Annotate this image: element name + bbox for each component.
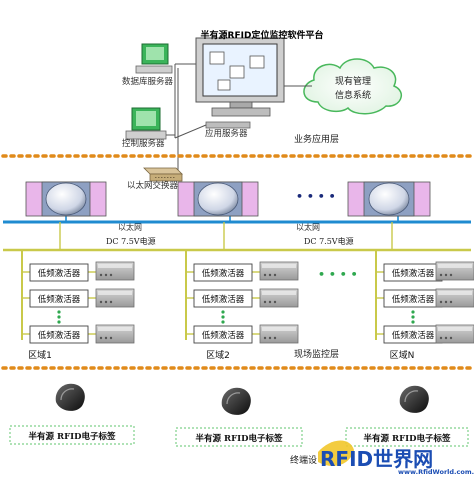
activator-label: 低频激活器 <box>392 268 435 279</box>
zone-2-activators <box>186 261 299 344</box>
tag-label-frames <box>9 425 469 447</box>
activator-label: 低频激活器 <box>392 330 435 341</box>
platform-monitor <box>195 37 285 117</box>
tag-label-3: 半有源 RFID电子标签 <box>364 433 451 444</box>
activator-label: 低频激活器 <box>392 294 435 305</box>
rfid-tag-icon <box>55 383 86 412</box>
cloud-text-1: 现有管理 <box>335 75 371 87</box>
app-server-label: 应用服务器 <box>205 128 248 139</box>
rfidworld-logo: RFID世界网 www.RfidWorld.com.cn <box>318 440 474 476</box>
control-server-label: 控制服务器 <box>122 138 165 149</box>
reader-ellipsis: • • • • <box>296 190 336 203</box>
activator-ellipsis: • • • • <box>318 268 358 281</box>
field-layer-label: 现场监控层 <box>294 348 339 360</box>
control-server-icon <box>125 107 167 140</box>
tag-label-1: 半有源 RFID电子标签 <box>29 431 116 442</box>
rfid-tag-icon <box>399 385 430 414</box>
ethernet-switch-icon <box>143 167 183 182</box>
zone-1-label: 区域1 <box>28 349 52 361</box>
activator-label: 低频激活器 <box>202 294 245 305</box>
svg-text:RFID世界网: RFID世界网 <box>320 447 433 471</box>
activator-label: 低频激活器 <box>38 330 81 341</box>
dc-power-label-left: DC 7.5V电源 <box>106 236 156 246</box>
rfid-tag-icon <box>221 387 252 416</box>
activator-label: 低频激活器 <box>202 330 245 341</box>
rfid-reader-2 <box>177 181 259 217</box>
cloud-text-2: 信息系统 <box>335 89 371 101</box>
management-system-cloud <box>303 58 403 115</box>
platform-title: 半有源RFID定位监控软件平台 <box>201 29 324 41</box>
switch-label: 以太网交换器 <box>127 180 179 191</box>
activator-label: 低频激活器 <box>202 268 245 279</box>
db-server-label: 数据库服务器 <box>122 76 174 87</box>
zone-n-activators <box>376 261 474 344</box>
business-layer-label: 业务应用层 <box>294 133 339 145</box>
dc-power-label-right: DC 7.5V电源 <box>304 236 354 246</box>
rfid-reader-1 <box>25 181 107 217</box>
activator-label: 低频激活器 <box>38 268 81 279</box>
zone-1-activators <box>22 261 135 344</box>
rfid-reader-n <box>347 181 431 217</box>
zone-n-label: 区域N <box>390 349 415 361</box>
terminal-layer-label: 终端设 <box>290 454 317 466</box>
app-server-icon <box>205 121 251 129</box>
db-server-icon <box>135 43 173 74</box>
ethernet-label-left: 以太网 <box>118 222 142 232</box>
activator-label: 低频激活器 <box>38 294 81 305</box>
tag-label-2: 半有源 RFID电子标签 <box>196 433 283 444</box>
reader-power-links <box>59 222 393 250</box>
zone-trunks <box>21 250 377 340</box>
zone-2-label: 区域2 <box>206 349 230 361</box>
svg-text:www.RfidWorld.com.cn: www.RfidWorld.com.cn <box>398 468 474 476</box>
ethernet-label-right: 以太网 <box>296 222 320 232</box>
server-links <box>166 63 312 176</box>
